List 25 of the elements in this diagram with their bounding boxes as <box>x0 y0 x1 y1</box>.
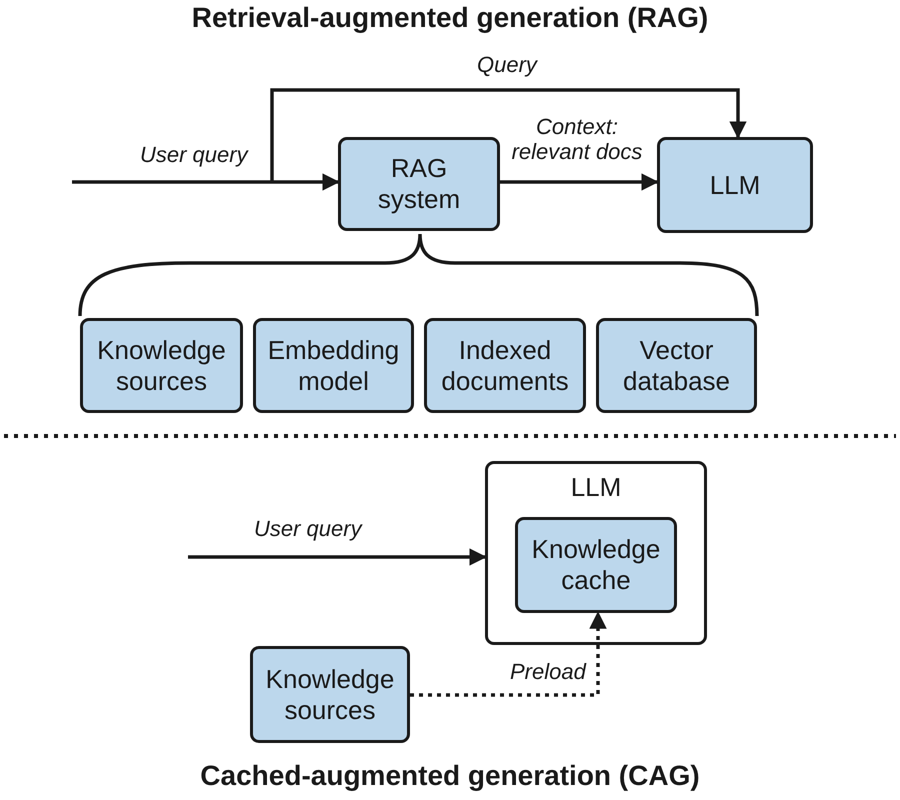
process-box <box>338 137 500 231</box>
arrow <box>72 173 340 191</box>
arrow <box>188 548 487 566</box>
node-label: Knowledge sources <box>96 334 227 396</box>
process-box <box>424 318 586 413</box>
arrow <box>410 611 607 697</box>
node-label: Embedding model <box>266 334 400 396</box>
node-label: Indexed documents <box>440 334 570 396</box>
node-label: Vector database <box>622 334 731 396</box>
process-box <box>253 318 414 413</box>
process-box <box>80 318 243 413</box>
container-box <box>485 461 707 645</box>
diagram-title: Retrieval-augmented generation (RAG) <box>190 2 710 34</box>
arrow <box>270 88 747 182</box>
process-box <box>250 646 410 743</box>
node-label: Knowledge cache <box>530 534 662 596</box>
node-label: LLM <box>570 472 622 503</box>
process-box <box>596 318 757 413</box>
node-label: Knowledge sources <box>264 664 396 726</box>
process-box <box>657 137 813 233</box>
arrow <box>500 173 659 191</box>
diagram-caption: Cached-augmented generation (CAG) <box>199 760 701 792</box>
process-box <box>515 517 677 613</box>
node-label: RAG system <box>376 153 462 215</box>
node-label: LLM <box>710 170 760 200</box>
